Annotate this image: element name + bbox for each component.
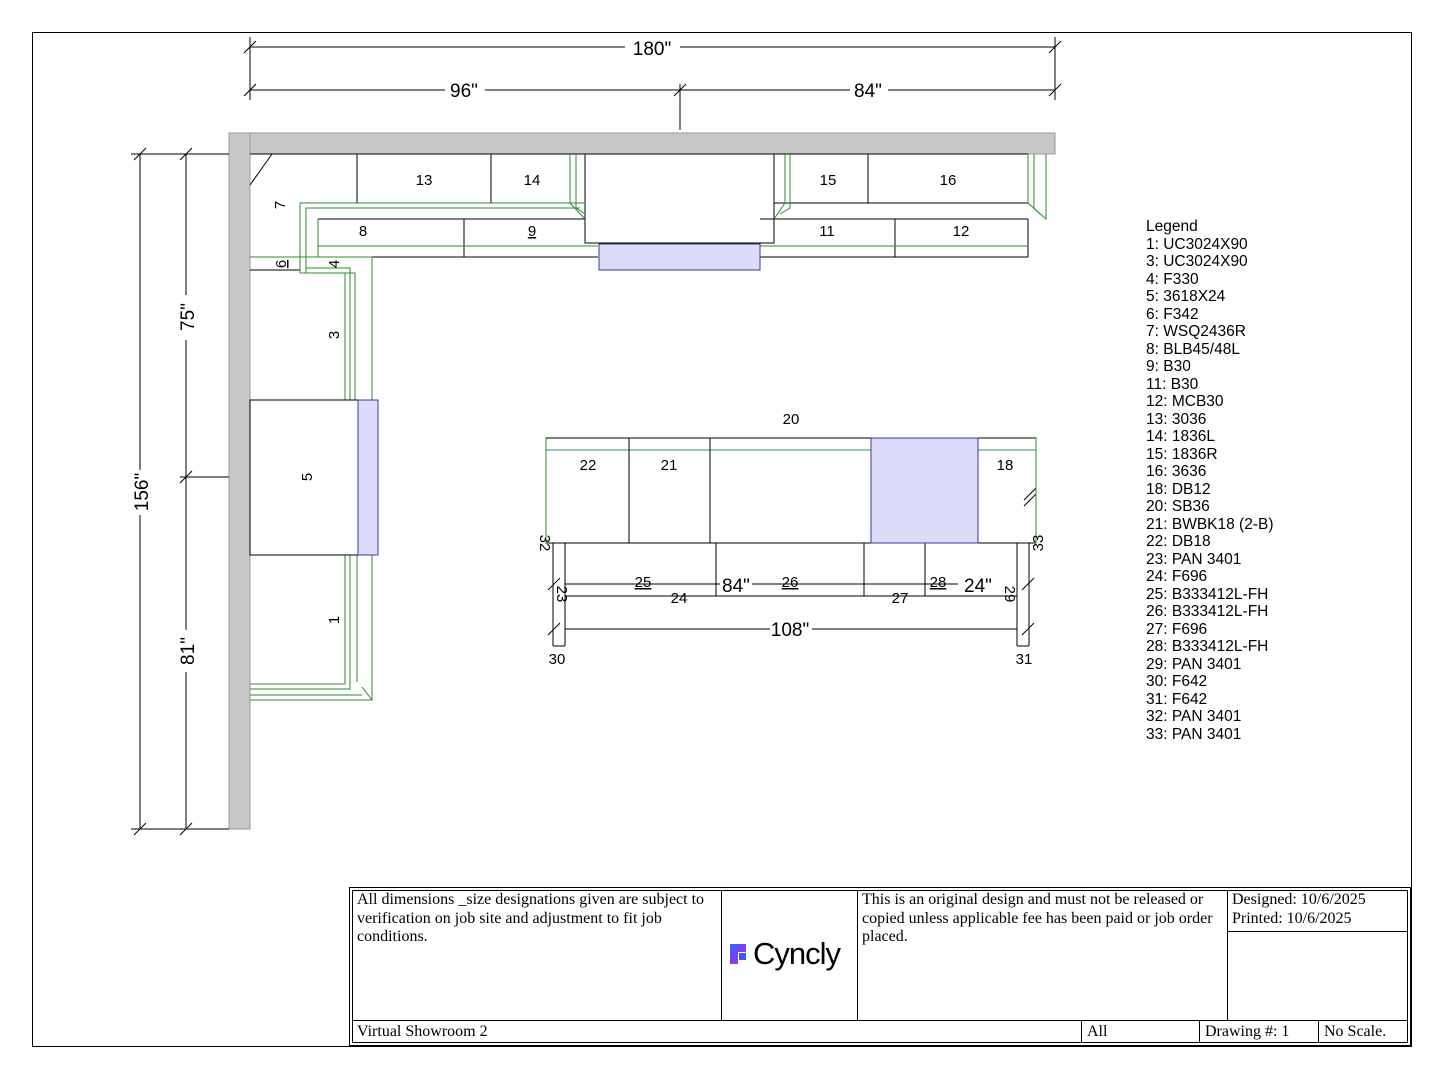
legend-item: 11: B30 [1146,375,1199,393]
cabinet-label-26: 26 [782,574,799,591]
view-name: All [1087,1023,1108,1040]
cabinet-label-6: 6 [273,260,290,268]
cabinet-label-16: 16 [940,172,957,189]
logo-text: Cyncly [753,936,841,971]
legend-item: 23: PAN 3401 [1146,550,1242,568]
legend-item: 14: 1836L [1146,428,1215,445]
legend-item: 21: BWBK18 (2-B) [1146,515,1274,533]
cabinet-label-29: 29 [1001,586,1018,603]
cabinet-label-21: 21 [661,457,678,474]
cabinet-label-13: 13 [416,172,433,189]
legend-item: 5: 3618X24 [1146,288,1226,305]
top-wall [228,132,1056,155]
cabinet-labels-island: 20 22 21 18 25 26 28 24 27 30 31 32 33 2… [536,411,1047,668]
dim-left-run: 96" [450,81,478,102]
dim-island-right-segment: 24" [964,576,992,597]
legend-item: 20: SB36 [1146,498,1210,515]
cabinet-label-18: 18 [997,457,1014,474]
island-outlines [545,438,1037,543]
dim-right-run: 84" [854,81,882,102]
cabinet-label-28: 28 [930,574,947,591]
legend-item: 3: UC3024X90 [1146,253,1248,270]
cabinet-label-33: 33 [1030,535,1047,552]
cabinet-label-9: 9 [528,223,536,240]
dimension-lines [131,37,1062,836]
legend-item: 32: PAN 3401 [1146,708,1242,725]
legend-item: 13: 3036 [1146,410,1207,428]
cabinet-label-15: 15 [820,172,837,189]
cabinet-label-4: 4 [326,260,343,268]
legend-item: 18: DB12 [1146,480,1211,498]
legend-title: Legend [1146,218,1198,235]
legend-item: 4: F330 [1146,270,1199,288]
cabinet-label-23: 23 [553,586,570,603]
cabinet-label-20: 20 [783,411,800,428]
legend-item: 33: PAN 3401 [1146,725,1242,743]
cabinet-label-11: 11 [819,223,835,240]
legend-item: 8: BLB45/48L [1146,340,1240,358]
project-name: Virtual Showroom 2 [357,1023,488,1040]
cabinet-label-22: 22 [580,457,597,474]
legend-item: 25: B333412L-FH [1146,585,1269,603]
cabinet-label-27: 27 [892,590,909,607]
cooktop-appliance [598,243,761,271]
dim-overall-width: 180" [633,39,671,60]
cabinet-label-8: 8 [359,223,367,240]
legend-item: 28: B333412L-FH [1146,638,1269,655]
cabinet-label-14: 14 [524,172,541,189]
cabinet-outlines [250,154,1047,701]
sink-appliance [357,399,379,556]
legend-item: 29: PAN 3401 [1146,655,1242,673]
cyncly-logo-icon [730,944,746,964]
legend-item: 27: F696 [1146,620,1208,638]
legend-item: 9: B30 [1146,358,1191,375]
cabinet-label-25: 25 [635,574,652,591]
legend-item: 31: F642 [1146,690,1208,708]
drawing-number: Drawing #: 1 [1205,1023,1290,1040]
cabinet-label-1: 1 [326,616,343,624]
legend-item: 15: 1836R [1146,445,1218,463]
dim-lower-wall: 81" [178,637,199,665]
dim-island-left-segment: 84" [722,576,750,597]
legend-item: 26: B333412L-FH [1146,603,1269,620]
cabinet-label-30: 30 [549,651,566,668]
copyright-note: This is an original design and must not … [862,891,1213,945]
dim-island-length: 108" [771,620,809,641]
dishwasher-appliance [870,437,979,544]
cabinet-label-3: 3 [326,331,343,339]
cabinet-label-5: 5 [299,473,316,481]
legend-item: 30: F642 [1146,673,1208,690]
left-wall [228,132,251,830]
cabinet-label-31: 31 [1016,651,1033,668]
legend-item: 22: DB18 [1146,533,1211,550]
cyncly-logo: Cyncly [727,936,841,972]
legend-item: 7: WSQ2436R [1146,323,1246,340]
dim-upper-wall: 75" [178,303,199,331]
cabinet-label-32: 32 [536,535,553,552]
title-block-frame [349,887,1411,1046]
sheet-border [32,32,1412,1047]
legend-item: 12: MCB30 [1146,393,1224,410]
verification-note: All dimensions _size designations given … [357,891,705,945]
legend-item: 24: F696 [1146,568,1208,585]
legend-item: 1: UC3024X90 [1146,235,1248,253]
cabinet-label-7: 7 [272,201,289,209]
cabinet-labels-perimeter: 13 14 15 16 8 9 11 12 7 6 4 3 5 1 [272,172,969,624]
legend-item: 16: 3636 [1146,463,1207,480]
cabinet-label-12: 12 [953,223,970,240]
designed-date: Designed: 10/6/2025 [1232,891,1366,908]
scale-note: No Scale. [1324,1023,1387,1040]
legend-item: 6: F342 [1146,305,1199,323]
cabinet-label-24: 24 [671,590,688,607]
dim-overall-depth: 156" [132,473,153,511]
printed-date: Printed: 10/6/2025 [1232,910,1352,927]
